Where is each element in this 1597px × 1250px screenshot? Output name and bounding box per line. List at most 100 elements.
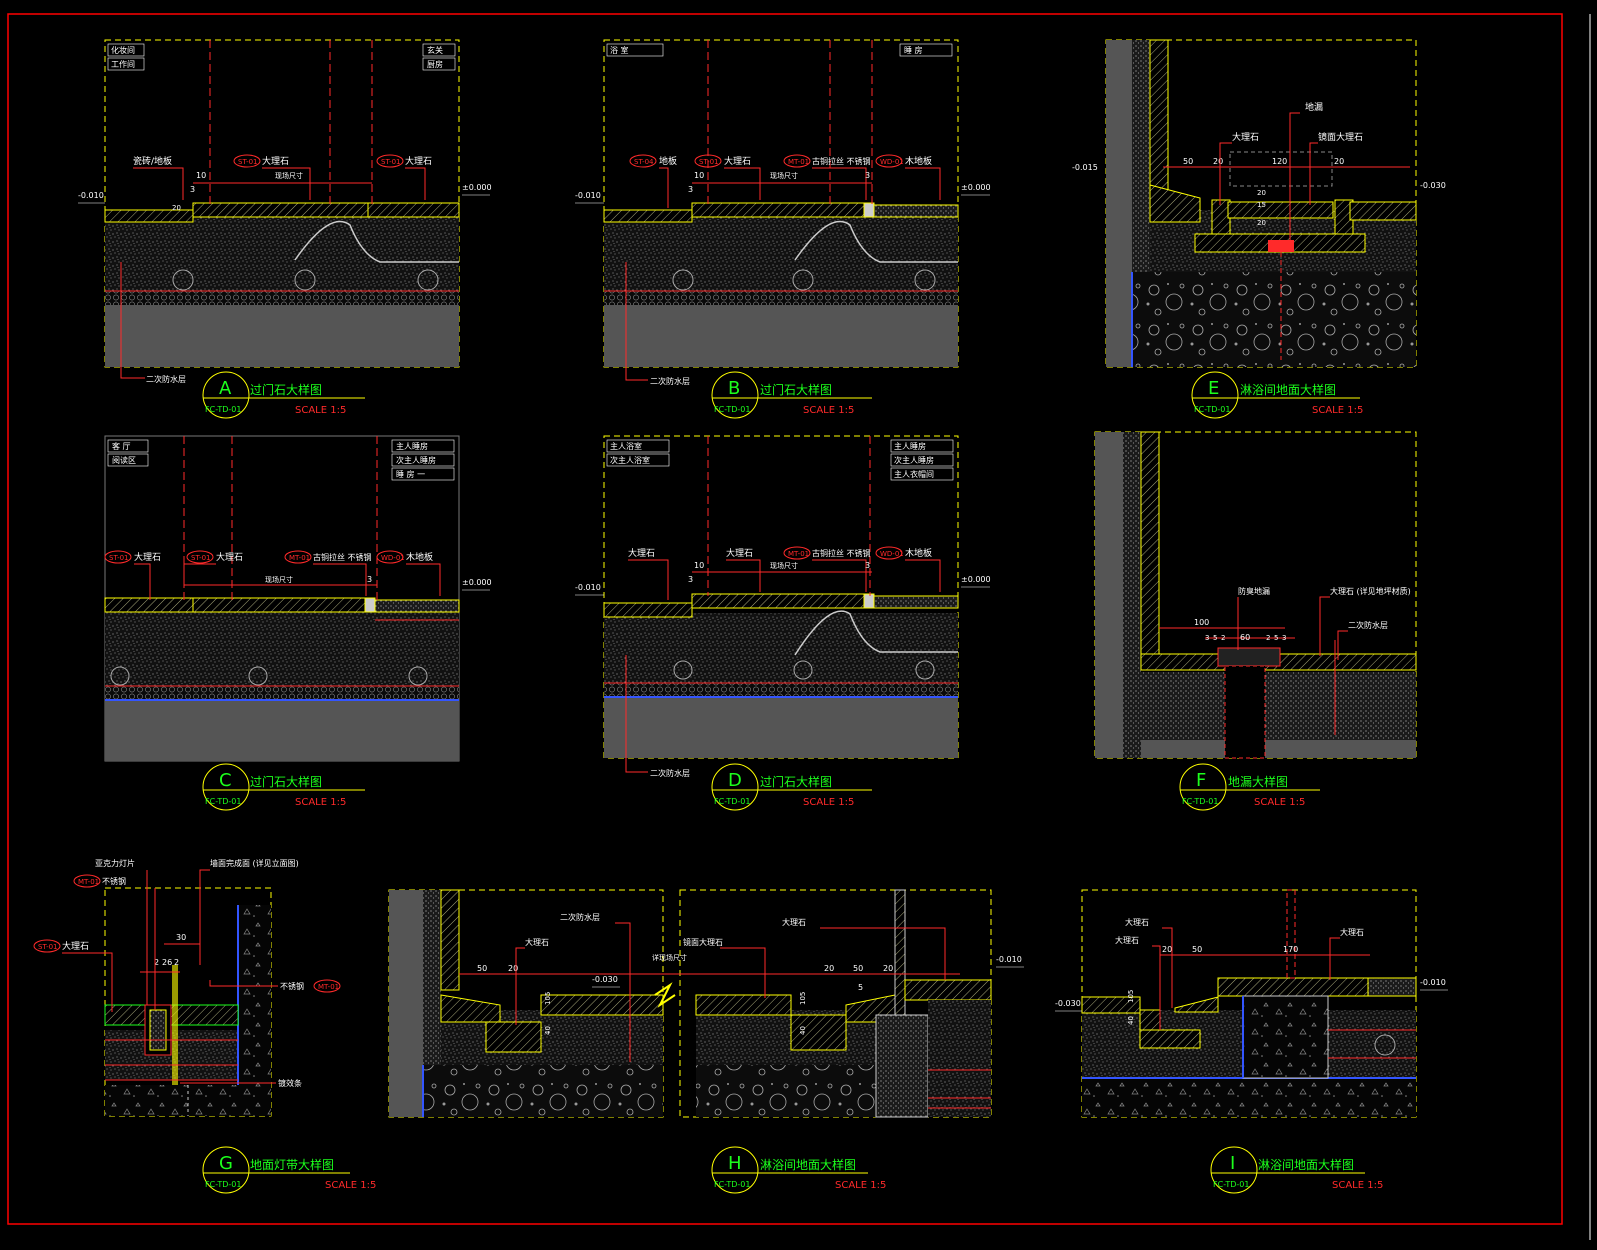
- detail-letter: C: [219, 770, 232, 791]
- callout-text: 墙面完成面 (详见立面图): [210, 858, 299, 868]
- detail-i: 20 50 170 105 40 大理石 大理石 大理石 -0.030 -0.0…: [1055, 889, 1448, 1194]
- callout-text: 大理石: [62, 940, 89, 952]
- callout-text: 木地板: [905, 547, 932, 559]
- detail-letter: B: [728, 378, 740, 399]
- dim-label: 2: [154, 958, 159, 967]
- dim-label: 3: [688, 185, 693, 194]
- dim-label: 10: [694, 561, 704, 570]
- callout-text: 古铜拉丝 不锈钢: [812, 548, 871, 558]
- level-label: -0.015: [1072, 163, 1098, 172]
- callout-text: 大理石: [726, 547, 753, 559]
- level-label: -0.030: [1055, 999, 1081, 1008]
- sheet-ref: FC-TD-01: [205, 797, 241, 806]
- detail-scale: SCALE 1:5: [1332, 1180, 1383, 1191]
- room-label: 客 厅: [112, 441, 131, 451]
- dim-label: 120: [1272, 157, 1287, 166]
- detail-title: 过门石大样图: [250, 382, 322, 397]
- detail-title: 过门石大样图: [250, 774, 322, 789]
- dim-label: 现场尺寸: [770, 171, 798, 180]
- detail-letter: F: [1196, 770, 1206, 791]
- material-tag: ST-01: [191, 554, 211, 562]
- level-label: -0.010: [78, 191, 104, 200]
- detail-a-title-block: A FC-TD-01 过门石大样图 SCALE 1:5: [202, 371, 365, 419]
- detail-e: 50 20 120 20 20 15 20 大理石 地漏 镜面大理石 -0.01…: [1072, 39, 1446, 419]
- material-tag: ST-01: [381, 158, 401, 166]
- fill-layer: [105, 261, 459, 291]
- detail-b-title-block: B FC-TD-01 过门石大样图 SCALE 1:5: [711, 371, 872, 419]
- dim-label: 15: [1257, 201, 1266, 209]
- detail-letter: G: [219, 1153, 233, 1174]
- callout-text: 镜面大理石: [683, 937, 723, 947]
- detail-letter: A: [219, 378, 232, 399]
- detail-scale: SCALE 1:5: [325, 1180, 376, 1191]
- level-label: ±0.000: [961, 183, 991, 192]
- dim-label: 40: [1127, 1016, 1135, 1025]
- room-label: 浴 室: [610, 45, 629, 55]
- detail-g: 2 30 26 2 亚克力灯片 MT-01 不锈钢 墙面完成面 (详见立面图) …: [33, 858, 376, 1194]
- callout-text: 大理石: [782, 917, 806, 927]
- callout-text: 二次防水层: [1348, 620, 1388, 630]
- level-label: -0.010: [1420, 978, 1446, 987]
- level-label: ±0.000: [961, 575, 991, 584]
- callout-text: 镀效条: [278, 1078, 302, 1088]
- detail-scale: SCALE 1:5: [295, 797, 346, 808]
- callout-text: 大理石: [628, 547, 655, 559]
- dim-label: 40: [799, 1026, 807, 1035]
- detail-a: 化妆间 工作间 玄关 厨房 瓷砖/地板 ST-01 大理石 ST-01 大理石 …: [78, 39, 492, 419]
- dim-label: 100: [1194, 618, 1209, 627]
- dim-label: 20: [508, 964, 518, 973]
- gravel-layer: [105, 291, 459, 305]
- waterproof-upturn: [294, 220, 459, 263]
- detail-scale: SCALE 1:5: [295, 405, 346, 416]
- dim-label: 60: [1240, 633, 1250, 642]
- dim-label: 105: [544, 992, 552, 1005]
- material-tag: MT-01: [318, 983, 339, 991]
- detail-f: 100 3 5 2 60 2 5 3 防臭地漏 大理石 (详见地坪材质) 二次防…: [1094, 431, 1417, 811]
- detail-h-title-block: H FC-TD-01 淋浴间地面大样图 SCALE 1:5: [711, 1146, 886, 1194]
- detail-title: 淋浴间地面大样图: [1258, 1157, 1354, 1172]
- callout-text: 大理石: [1115, 935, 1139, 945]
- threshold-stone: [192, 202, 369, 218]
- sheet-ref: FC-TD-01: [714, 405, 750, 414]
- dim-label: 3: [865, 171, 870, 180]
- room-label: 主人睡房: [894, 441, 926, 451]
- sheet-ref: FC-TD-01: [205, 405, 241, 414]
- detail-d: 主人浴室 次主人浴室 主人睡房 次主人睡房 主人衣帽间 大理石 大理石 MT-0…: [575, 435, 991, 811]
- detail-title: 过门石大样图: [760, 774, 832, 789]
- material-tag: WD-01: [381, 554, 405, 562]
- material-tag: ST-01: [699, 158, 719, 166]
- note-text: 二次防水层: [146, 374, 186, 384]
- level-label: -0.010: [575, 583, 601, 592]
- dim-label: 20: [1257, 189, 1266, 197]
- level-label: -0.010: [575, 191, 601, 200]
- dim-label: 20: [1162, 945, 1172, 954]
- dim-label: 3: [190, 185, 195, 194]
- material-tag: ST-01: [38, 943, 58, 951]
- callout-text: 瓷砖/地板: [133, 155, 172, 167]
- sheet-ref: FC-TD-01: [1182, 797, 1218, 806]
- callout-text: 地板: [659, 155, 677, 167]
- detail-d-title-block: D FC-TD-01 过门石大样图 SCALE 1:5: [711, 763, 872, 811]
- detail-title: 地漏大样图: [1228, 774, 1288, 789]
- level-label: -0.030: [1420, 181, 1446, 190]
- dim-label: 20: [1334, 157, 1344, 166]
- material-tag: ST-04: [634, 158, 654, 166]
- dim-label: 40: [544, 1026, 552, 1035]
- sheet-frame: [7, 13, 1563, 1225]
- marble-floor: [367, 202, 460, 218]
- room-label: 化妆间: [111, 45, 135, 55]
- callout-text: 大理石: [405, 155, 432, 167]
- dim-label: 50: [477, 964, 487, 973]
- level-label: ±0.000: [462, 578, 492, 587]
- detail-c: 客 厅 阅读区 主人睡房 次主人睡房 睡 房 一 ST-01 大理石 ST-01…: [104, 435, 492, 811]
- callout-text: 大理石: [262, 155, 289, 167]
- material-tag: WD-01: [880, 158, 904, 166]
- sheet-ref: FC-TD-01: [1213, 1180, 1249, 1189]
- dim-label: 105: [799, 992, 807, 1005]
- detail-e-title-block: E FC-TD-01 淋浴间地面大样图 SCALE 1:5: [1191, 371, 1363, 419]
- sheet-ref: FC-TD-01: [205, 1180, 241, 1189]
- level-label: -0.010: [996, 955, 1022, 964]
- dim-label: 20: [1257, 219, 1266, 227]
- callout-text: 古铜拉丝 不锈钢: [313, 552, 372, 562]
- callout-text: 不锈钢: [102, 876, 126, 886]
